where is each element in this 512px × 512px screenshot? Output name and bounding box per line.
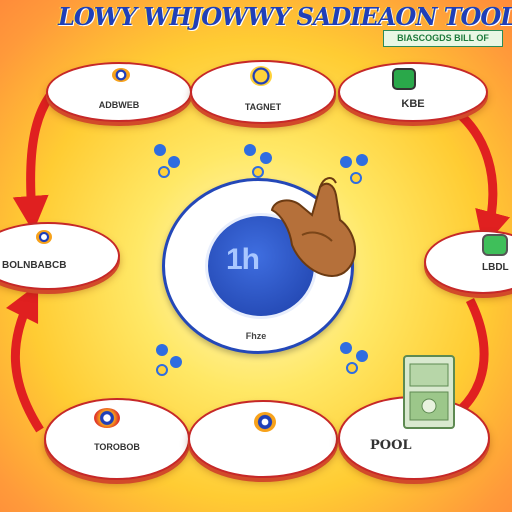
- node-bottom-left[interactable]: TOROBOB: [44, 398, 190, 480]
- arrow-top-right-down: [437, 96, 511, 248]
- node-top-left[interactable]: ADBWEB: [46, 62, 192, 122]
- blue-drop-icon: [156, 344, 182, 376]
- node-label: LBDL: [482, 262, 509, 273]
- node-top-center[interactable]: TAGNET: [190, 60, 336, 124]
- node-label: TAGNET: [244, 102, 282, 112]
- node-mid-right[interactable]: LBDL: [424, 230, 512, 294]
- pointing-hand-icon: [270, 177, 356, 277]
- node-label: BOLNBABCB: [2, 260, 67, 271]
- center-caption: Fhze: [245, 331, 267, 341]
- node-label: KBE: [401, 98, 425, 110]
- blue-drop-icon: [244, 144, 272, 178]
- blue-drop-icon: [340, 154, 368, 184]
- node-top-right[interactable]: KBE: [338, 62, 488, 122]
- coin-icon: [250, 66, 272, 86]
- node-mid-left[interactable]: BOLNBABCB: [0, 222, 120, 290]
- node-bottom-center[interactable]: [188, 400, 338, 478]
- coin-icon: [112, 68, 130, 82]
- coin-icon: [94, 408, 120, 428]
- center-number: 1h: [226, 243, 260, 276]
- blue-drop-icon: [154, 144, 180, 178]
- node-label: TOROBOB: [94, 442, 140, 452]
- coin-icon: [254, 412, 276, 432]
- header-tag: BIASCOGDS BILL OF: [383, 30, 503, 47]
- node-label: ADBWEB: [98, 100, 140, 110]
- money-icon: [403, 355, 455, 429]
- node-label: POOL: [370, 438, 412, 453]
- coin-icon: [36, 230, 52, 244]
- device-icon: [392, 68, 416, 90]
- device-icon: [482, 234, 508, 256]
- blue-drop-icon: [340, 342, 368, 374]
- page-title: LOWY WHJOWWY SADIEAON TOOL: [58, 2, 512, 31]
- arrow-left-up: [5, 283, 44, 433]
